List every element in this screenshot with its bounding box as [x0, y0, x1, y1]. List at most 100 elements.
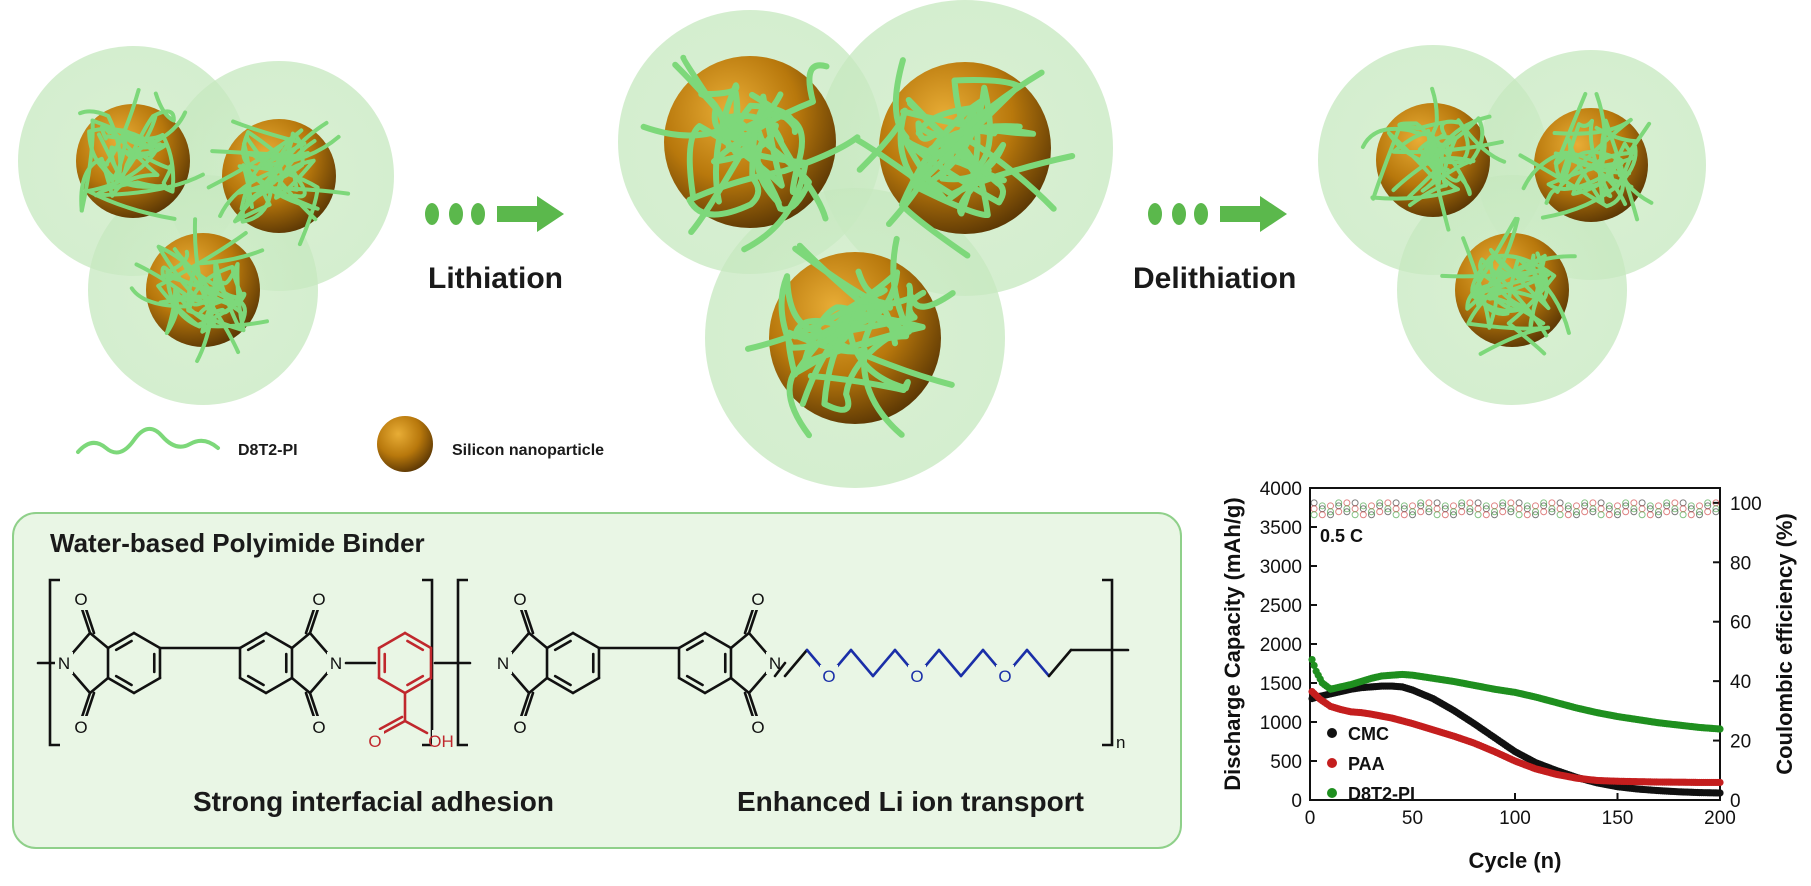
ce-marker [1589, 508, 1597, 516]
ce-marker [1400, 511, 1408, 519]
ce-marker [1507, 499, 1515, 507]
ce-marker [1441, 502, 1449, 510]
y-tick-label: 4000 [1260, 479, 1302, 500]
ce-marker [1532, 508, 1539, 516]
ce-marker [1712, 505, 1720, 513]
ce-marker [1614, 508, 1621, 516]
arrow-head [1260, 196, 1287, 232]
ce-marker [1564, 511, 1572, 519]
atom-mask [908, 665, 926, 687]
ce-marker [1433, 511, 1441, 519]
ce-marker [1646, 511, 1654, 519]
bond [571, 676, 601, 695]
polymer-bracket [1102, 578, 1114, 747]
ce-marker [1351, 499, 1359, 507]
ce-marker [1589, 499, 1597, 507]
capacity-marker [1716, 725, 1724, 733]
y2-tick-label: 20 [1730, 732, 1751, 753]
binder-strand [239, 120, 329, 224]
bond [403, 676, 433, 695]
bond [729, 676, 751, 695]
ce-marker [1450, 511, 1457, 519]
atom-mask [820, 665, 838, 687]
bond [84, 607, 96, 635]
binder-panel-title: Water-based Polyimide Binder [50, 528, 425, 558]
ce-marker [1687, 502, 1695, 510]
ce-marker [1368, 502, 1375, 510]
x-axis-label: Cycle (n) [1469, 848, 1562, 873]
binder-strand [240, 134, 341, 222]
y-tick-label: 0 [1291, 791, 1302, 812]
atom-oxygen: O [751, 590, 764, 609]
arrow-shaft [1220, 206, 1262, 222]
ce-marker [1548, 508, 1556, 516]
ce-marker [1556, 499, 1564, 507]
ce-marker [1343, 505, 1351, 513]
bond [773, 661, 787, 678]
process-arrow [1148, 196, 1287, 232]
ce-marker [1310, 505, 1318, 513]
atom-mask [511, 716, 529, 738]
capacity-series-0 [1308, 682, 1724, 797]
cluster-delithiated [1318, 45, 1706, 405]
bond [406, 639, 425, 652]
ce-marker [1318, 511, 1326, 519]
ce-marker [1704, 508, 1712, 516]
y-tick-label: 2000 [1260, 635, 1302, 656]
bond [114, 674, 133, 687]
ce-marker [1655, 511, 1662, 519]
atom-oxygen-ether: O [822, 667, 835, 686]
binder-strand [778, 273, 956, 351]
particle-clusters [18, 0, 1706, 488]
ce-marker [1671, 505, 1679, 513]
c-rate-annotation: 0.5 C [1320, 526, 1363, 546]
atom-mask [996, 665, 1014, 687]
ce-marker [1425, 499, 1433, 507]
bond [523, 691, 535, 719]
ce-marker [1491, 511, 1498, 519]
delithiation-label: Delithiation [1133, 262, 1297, 295]
atom-nitrogen: N [330, 654, 342, 673]
atom-nitrogen: N [58, 654, 70, 673]
ce-marker [1466, 508, 1474, 516]
y-tick-label: 3000 [1260, 557, 1302, 578]
ce-marker [1663, 508, 1671, 516]
ce-marker [1409, 508, 1416, 516]
ce-marker [1712, 508, 1720, 516]
ce-marker [1646, 502, 1654, 510]
y2-tick-label: 100 [1730, 494, 1762, 515]
ce-marker [1351, 511, 1359, 519]
atom-mask [72, 716, 90, 738]
ce-marker [1474, 505, 1482, 513]
ce-marker [1409, 502, 1416, 510]
ce-marker [1458, 508, 1466, 516]
ce-marker [1663, 499, 1671, 507]
bond [377, 676, 407, 695]
binder-strand [686, 104, 861, 218]
ce-marker [1433, 505, 1441, 513]
ce-marker [1671, 508, 1679, 516]
bond [308, 691, 320, 719]
atom-oxygen: O [751, 718, 764, 737]
arrow-dot [1172, 203, 1186, 225]
ce-marker [1335, 508, 1343, 516]
ce-marker [1368, 508, 1375, 516]
atom-mask [55, 652, 73, 674]
arrow-dot [1148, 203, 1162, 225]
binder-strand [102, 88, 176, 194]
ce-marker [1384, 499, 1392, 507]
ce-marker [1515, 499, 1523, 507]
ce-marker [1400, 502, 1408, 510]
atom-oxygen: O [312, 590, 325, 609]
ce-marker [1581, 499, 1589, 507]
atom-mask [494, 652, 512, 674]
bond [677, 676, 707, 695]
bond [553, 674, 572, 687]
bond [290, 631, 312, 650]
ce-marker [1614, 511, 1621, 519]
x-tick-label: 0 [1305, 808, 1316, 829]
binder-strand [1468, 216, 1551, 312]
ce-marker [1417, 508, 1425, 516]
bond [304, 691, 316, 719]
transport-caption: Enhanced Li ion transport [737, 786, 1084, 817]
